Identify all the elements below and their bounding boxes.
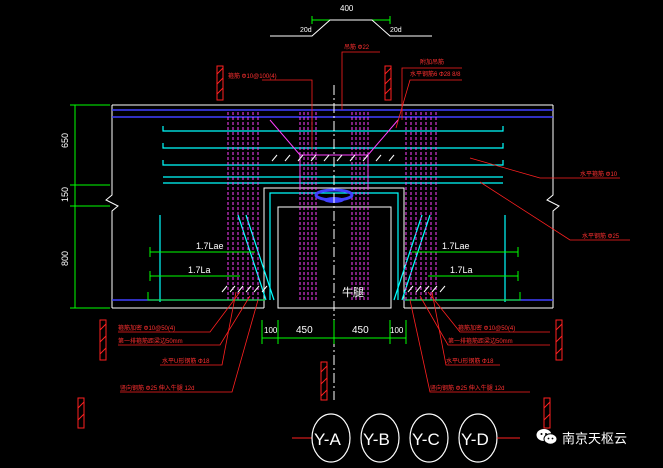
leader-lines bbox=[118, 51, 630, 393]
left-dimensions: 650 150 800 bbox=[60, 104, 110, 309]
tie-mark bbox=[323, 154, 330, 162]
axis-bubble-c bbox=[409, 413, 449, 463]
tie-mark bbox=[439, 285, 446, 293]
wechat-icon bbox=[536, 429, 558, 445]
dim-bottom-450-right: 450 bbox=[352, 325, 369, 336]
tie-mark bbox=[221, 285, 228, 293]
tie-mark bbox=[253, 285, 260, 293]
tie-mark bbox=[362, 154, 369, 162]
axis-label-b: Y-B bbox=[363, 430, 390, 449]
top-dimension: 400 20d 20d bbox=[270, 4, 432, 37]
watermark-text: 南京天枢云 bbox=[562, 431, 628, 447]
dim-bottom-100-left: 100 bbox=[264, 326, 278, 335]
hanger-bend bbox=[269, 119, 399, 188]
tie-mark bbox=[415, 285, 422, 293]
callout-left-2: 第一排箍筋距梁边50mm bbox=[118, 337, 183, 345]
beam-top-bars bbox=[112, 109, 553, 301]
anchor-label-left-lae: 1.7Lae bbox=[196, 241, 224, 251]
tie-mark bbox=[431, 285, 438, 293]
dim-top-right-bend: 20d bbox=[390, 27, 402, 34]
axis-label-a: Y-A bbox=[314, 430, 341, 449]
callout-left-3: 水平U形钢筋 Φ18 bbox=[162, 357, 210, 365]
dim-left-800: 800 bbox=[60, 251, 70, 266]
tie-mark bbox=[271, 154, 278, 162]
dim-left-150: 150 bbox=[60, 187, 70, 202]
tie-mark bbox=[245, 285, 252, 293]
callout-right-1: 箍筋加密 Φ10@50(4) bbox=[458, 324, 515, 332]
anchor-dims bbox=[147, 247, 521, 301]
callout-left-4: 竖向钢筋 Φ25 伸入牛腿 12d bbox=[120, 384, 194, 392]
tie-mark bbox=[310, 154, 317, 162]
dim-top-span: 400 bbox=[340, 4, 354, 13]
callout-right-4: 竖向钢筋 Φ25 伸入牛腿 12d bbox=[430, 384, 504, 392]
callout-horiz-2: 水平钢筋 Φ25 bbox=[582, 232, 620, 240]
tie-mark bbox=[297, 154, 304, 162]
watermark: 南京天枢云 bbox=[536, 425, 627, 449]
callout-left-1: 箍筋加密 Φ10@50(4) bbox=[118, 324, 175, 332]
tie-mark bbox=[388, 154, 395, 162]
dim-left-650: 650 bbox=[60, 133, 70, 148]
axis-bubble-a bbox=[311, 413, 351, 463]
bottom-dimensions bbox=[261, 320, 407, 344]
dim-bottom-100-right: 100 bbox=[390, 326, 404, 335]
support-hatch bbox=[77, 65, 563, 429]
tie-mark bbox=[229, 285, 236, 293]
callout-top-bar: 吊筋 Φ22 bbox=[344, 43, 370, 51]
tie-mark bbox=[349, 154, 356, 162]
tie-mark bbox=[375, 154, 382, 162]
tie-marks bbox=[221, 154, 446, 293]
callout-stirrup: 箍筋 Φ10@100(4) bbox=[228, 72, 277, 80]
tie-mark bbox=[261, 285, 268, 293]
callout-hanger-spec: 水平钢筋6 Φ28 8/8 bbox=[410, 70, 461, 78]
anchor-label-left-la: 1.7La bbox=[188, 265, 211, 275]
anchor-label-right-lae: 1.7Lae bbox=[442, 241, 470, 251]
axis-bubbles: Y-A Y-B Y-C Y-D bbox=[292, 413, 520, 463]
tie-mark bbox=[237, 285, 244, 293]
column-label: 牛腿 bbox=[342, 285, 364, 299]
tie-mark bbox=[407, 285, 414, 293]
stirrup-group bbox=[227, 112, 437, 300]
tie-mark bbox=[336, 154, 343, 162]
tie-mark bbox=[284, 154, 291, 162]
beam-outline bbox=[105, 104, 560, 309]
dim-top-left-bend: 20d bbox=[300, 27, 312, 34]
callout-horiz-1: 水平箍筋 Φ10 bbox=[580, 170, 618, 178]
axis-bubble-b bbox=[360, 413, 400, 463]
anchor-label-right-la: 1.7La bbox=[450, 265, 473, 275]
callout-hanger-group: 附加吊筋 bbox=[420, 58, 444, 66]
callout-right-3: 水平U形钢筋 Φ18 bbox=[446, 357, 494, 365]
callout-right-2: 第一排箍筋距梁边50mm bbox=[448, 337, 513, 345]
axis-label-d: Y-D bbox=[461, 430, 489, 449]
dim-bottom-450-left: 450 bbox=[296, 325, 313, 336]
axis-label-c: Y-C bbox=[412, 430, 440, 449]
tie-mark bbox=[423, 285, 430, 293]
